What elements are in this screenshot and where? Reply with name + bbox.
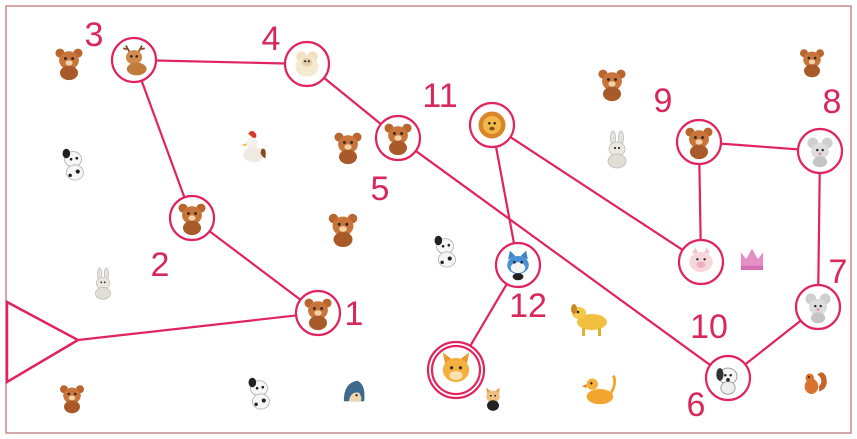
path-segment	[699, 164, 700, 240]
station-number: 1	[345, 295, 364, 333]
station-number: 3	[85, 16, 104, 54]
path-segment	[818, 173, 819, 285]
station-number: 4	[262, 20, 281, 58]
station-number: 6	[687, 386, 706, 424]
cat-toy-icon	[486, 388, 500, 411]
station-number: 9	[654, 82, 673, 120]
station-number: 7	[829, 253, 848, 291]
station-number: 2	[151, 246, 170, 284]
station-1[interactable]: 1	[296, 291, 363, 335]
station-number: 5	[371, 170, 390, 208]
station-number: 10	[690, 308, 728, 346]
station-number: 8	[823, 83, 842, 121]
station-number: 11	[422, 77, 457, 115]
lion-icon	[479, 112, 506, 139]
station-number: 12	[509, 287, 547, 325]
